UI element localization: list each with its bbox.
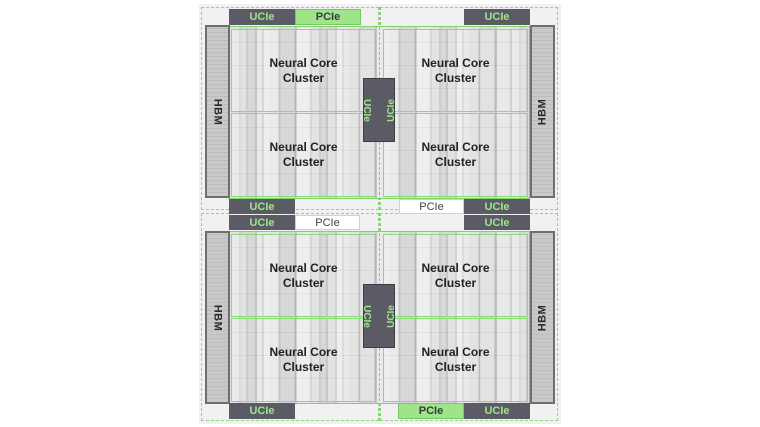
neural-core-cluster-5: Neural Core Cluster <box>231 234 376 317</box>
ucie-top-left: UCIe <box>229 9 295 25</box>
hbm-top-right: HBM <box>530 25 555 198</box>
pcie-mid-right: PCIe <box>399 199 464 214</box>
ucie-center-bottom: UCIe UCIe <box>361 284 397 348</box>
neural-core-cluster-6: Neural Core Cluster <box>383 234 528 317</box>
pcie-mid-left: PCIe <box>295 215 360 230</box>
ucie-label: UCIe <box>361 304 373 328</box>
ucie-top-right: UCIe <box>464 9 530 25</box>
hbm-bottom-right: HBM <box>530 231 555 404</box>
ucie-bottom-right: UCIe <box>464 403 530 419</box>
ucie-mid-left-lower: UCIe <box>229 215 295 230</box>
cluster-label: Neural Core Cluster <box>421 345 490 374</box>
hbm-label: HBM <box>536 304 549 331</box>
hbm-label: HBM <box>211 98 224 125</box>
cluster-label: Neural Core Cluster <box>269 260 338 290</box>
pcie-top-active: PCIe <box>295 9 361 25</box>
cluster-label: Neural Core Cluster <box>421 140 490 169</box>
neural-core-cluster-8: Neural Core Cluster <box>383 318 528 402</box>
pcie-bottom-active: PCIe <box>398 403 464 419</box>
neural-core-cluster-2: Neural Core Cluster <box>383 29 528 112</box>
ucie-label: UCIe <box>385 304 397 328</box>
ucie-center-top: UCIe UCIe <box>361 78 397 142</box>
ucie-bottom-left: UCIe <box>229 403 295 419</box>
cluster-label: Neural Core Cluster <box>421 260 490 290</box>
neural-core-cluster-4: Neural Core Cluster <box>383 113 528 197</box>
ucie-mid-right-upper: UCIe <box>464 199 530 214</box>
neural-core-cluster-1: Neural Core Cluster <box>231 29 376 112</box>
neural-core-cluster-3: Neural Core Cluster <box>231 113 376 197</box>
hbm-label: HBM <box>536 98 549 125</box>
cluster-label: Neural Core Cluster <box>269 345 338 374</box>
ucie-mid-left-upper: UCIe <box>229 199 295 214</box>
hbm-bottom-left: HBM <box>205 231 230 404</box>
cluster-label: Neural Core Cluster <box>269 55 338 85</box>
hbm-label: HBM <box>211 304 224 331</box>
hbm-top-left: HBM <box>205 25 230 198</box>
neural-core-cluster-7: Neural Core Cluster <box>231 318 376 402</box>
ucie-label: UCIe <box>385 98 397 122</box>
ucie-mid-right-lower: UCIe <box>464 215 530 230</box>
cluster-label: Neural Core Cluster <box>421 55 490 85</box>
ucie-label: UCIe <box>361 98 373 122</box>
cluster-label: Neural Core Cluster <box>269 140 338 169</box>
